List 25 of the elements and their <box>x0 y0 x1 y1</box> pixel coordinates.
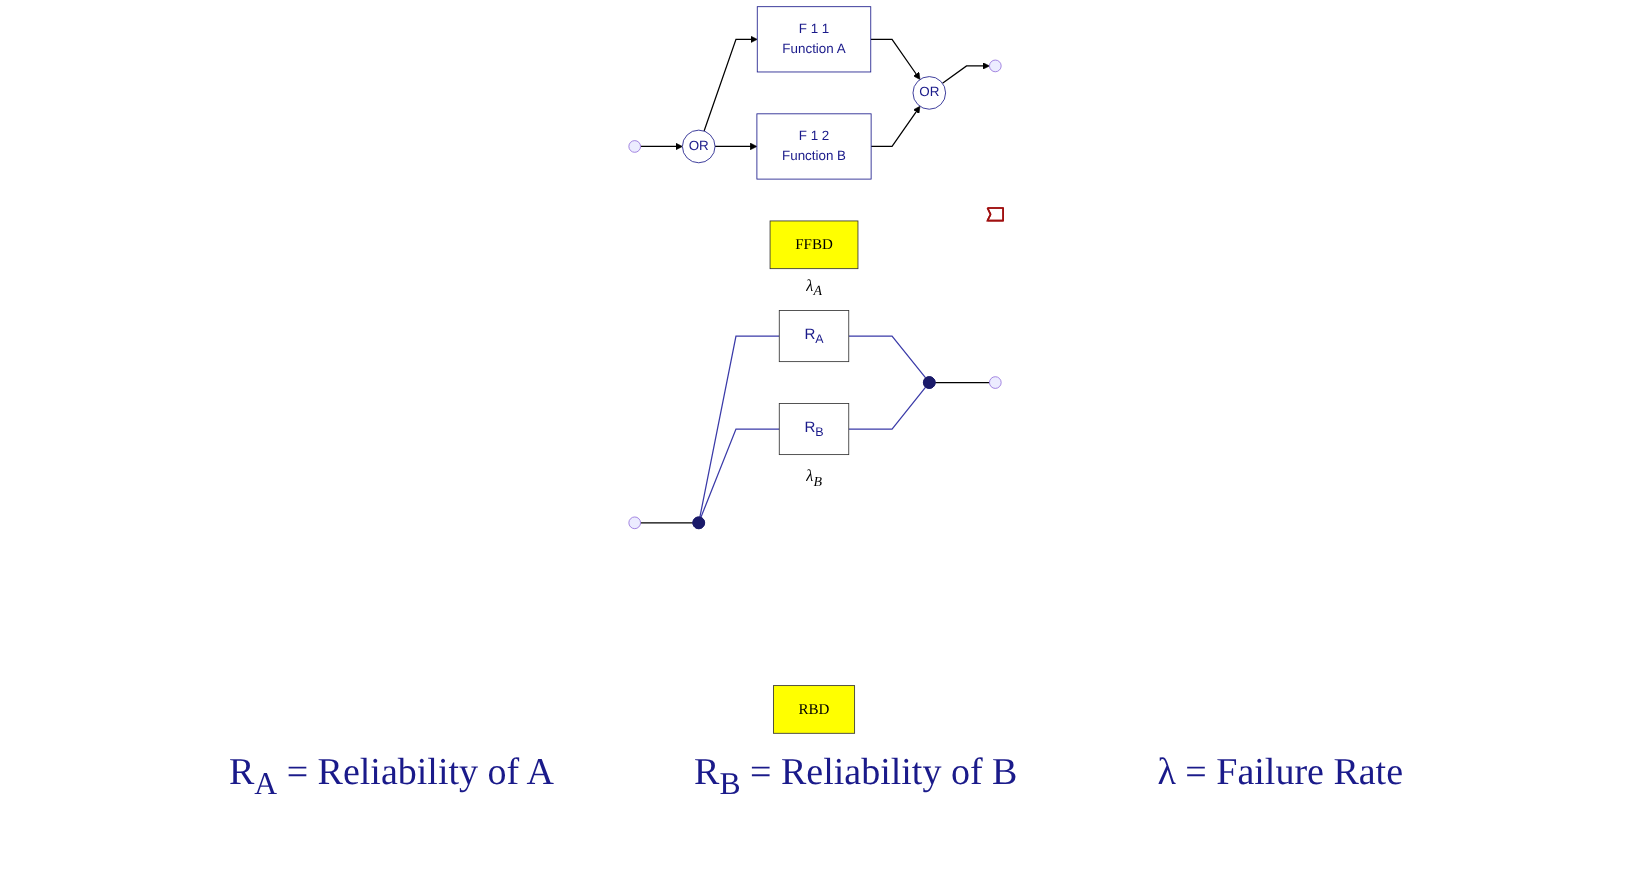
node-box <box>778 403 850 456</box>
arrow <box>639 142 683 151</box>
node-box <box>769 220 859 270</box>
node-box <box>773 685 856 734</box>
arrow <box>714 142 758 151</box>
connector <box>699 335 780 518</box>
node-label: λ$_{A}$ <box>806 277 822 299</box>
connector <box>848 386 927 430</box>
connector <box>700 428 780 518</box>
legend-note: R$_{B}$ = Reliability of B <box>694 752 1018 804</box>
connector <box>848 335 927 379</box>
arrow <box>870 105 921 148</box>
legend-note: λ = Failure Rate <box>1157 752 1404 798</box>
arrow <box>870 38 921 80</box>
node-circle <box>912 76 947 110</box>
node-box <box>756 113 872 180</box>
node-box <box>756 6 872 73</box>
connector <box>639 522 694 524</box>
legend-note: R$_{A}$ = Reliability of A <box>228 752 555 804</box>
node-label: λ$_{B}$ <box>806 467 822 489</box>
arrow <box>703 35 758 132</box>
node-circle <box>682 129 716 164</box>
arrow <box>941 62 990 84</box>
node-box <box>778 310 850 363</box>
connector <box>934 381 991 384</box>
